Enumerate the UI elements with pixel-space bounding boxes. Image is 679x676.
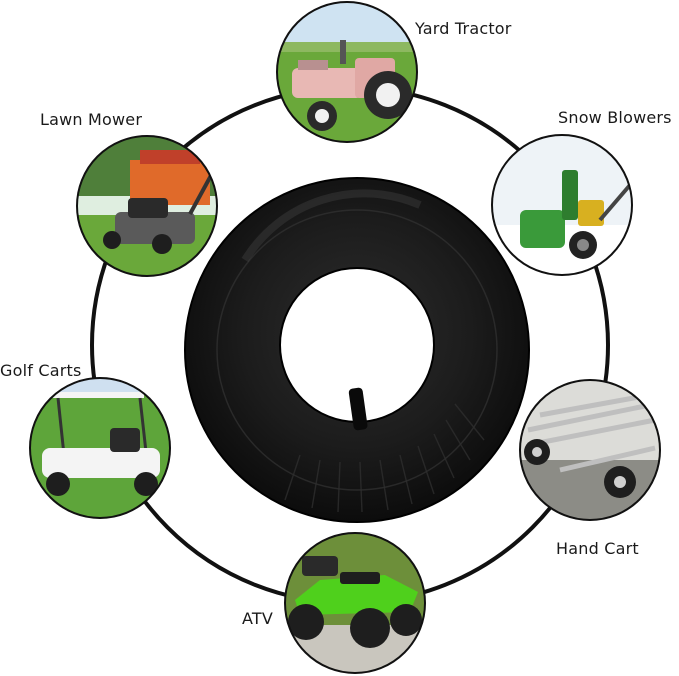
label-golf-carts: Golf Carts [0,361,82,380]
label-yard-tractor: Yard Tractor [415,19,512,38]
label-hand-cart: Hand Cart [556,539,639,558]
lawn-mower-photo [76,135,218,277]
label-snow-blowers: Snow Blowers [558,108,672,127]
snow-blowers-photo [491,134,633,276]
yard-tractor-photo [276,1,418,143]
golf-carts-photo [29,377,171,519]
hand-cart-photo [519,379,661,521]
label-atv: ATV [242,609,274,628]
atv-photo [284,532,426,674]
label-lawn-mower: Lawn Mower [40,110,143,129]
inner-tube-image [184,177,530,523]
